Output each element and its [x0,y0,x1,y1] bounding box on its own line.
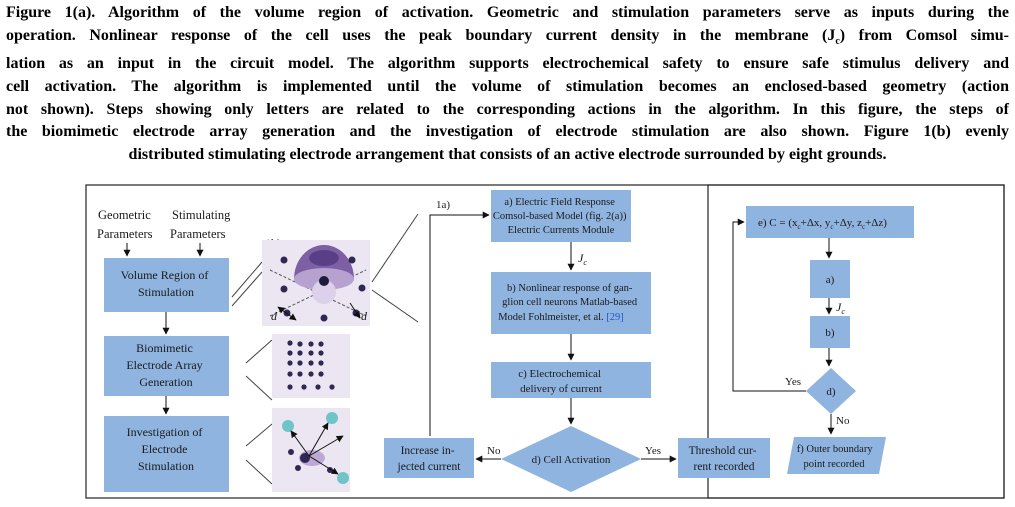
investigation-box [104,416,229,492]
caption-line-4: cell activation. The algorithm is implem… [6,77,1009,95]
step-b-box [491,272,651,334]
step-e-text: e) C = (xc+Δx, yc+Δy, zc+Δz) [758,217,887,231]
step-f-text: f) Outer boundary point recorded [797,444,875,470]
yes-label-right: Yes [785,376,801,388]
label-1a: 1a) [436,199,450,211]
dot-array [287,340,335,390]
biomimetic-box [104,336,229,396]
step-a-text: a) Electric Field Response Comsol-based … [493,197,629,236]
d-label-left: d [271,309,278,323]
right-frame [707,184,1005,499]
threshold-text: Threshold cur- rent recorded [689,445,760,473]
small-a-text: a) [826,274,835,286]
caption-line-7: distributed stimulating electrode arrang… [128,145,887,163]
step-e-box [746,206,914,238]
yes-label-main: Yes [645,445,661,457]
caption-line-1: Figure 1(a). Algorithm of the volume reg… [6,4,1009,21]
caption-line-5: not shown). Steps showing only letters a… [6,100,1009,118]
caption-line-2: operation. Nonlinear response of the cel… [6,25,1009,54]
cell-activation-text: d) Cell Activation [532,454,611,466]
caption-line-6: the biomimetic electrode array generatio… [6,123,1009,141]
figure-caption: Figure 1(a). Algorithm of the volume reg… [6,2,1009,166]
jc-label-main: Jc [578,251,587,267]
geometric-parameters-label: Geometric Parameters [97,208,154,241]
threshold-box [678,438,770,478]
step-f-box [787,437,886,474]
stimulating-parameters-label: Stimulating Parameters [170,208,233,241]
increase-current-box [384,438,474,478]
step-c-box [491,362,651,398]
investigation-text: Investigation of Electrode Stimulation [127,425,206,473]
small-b-box [810,316,850,348]
electrode-arrangement-figure [269,245,367,322]
biomimetic-text: Biomimetic Electrode Array Generation [126,341,205,389]
step-c-text: c) Electrochemical delivery of current [518,368,604,395]
small-d-decision [806,368,856,414]
small-b-text: b) [825,327,835,339]
caption-line-3: lation as an input in the circuit model.… [6,55,1009,73]
increase-current-text: Increase in- jected current [397,445,462,473]
small-d-text: d) [826,386,836,398]
caption-line-2a: operation. Nonlinear response of the cel… [6,26,836,44]
d-label-right: d [361,309,368,323]
caption-line-2b: ) from Comsol simu- [839,26,1010,44]
no-label-main: No [487,445,501,457]
no-label-right: No [836,415,850,427]
jc-label-right: Jc [836,300,845,316]
volume-region-box [104,258,229,312]
caption-line-2-sub: c [835,35,840,47]
small-a-box [810,260,850,298]
volume-region-text: Volume Region of Stimulation [121,268,212,299]
arrow-yes-loop [732,218,806,392]
arrow-to-step-a [429,211,490,436]
step-a-box [491,190,631,242]
cell-activation-decision [501,426,641,492]
zoom-lines [231,213,419,485]
stimulation-figure [282,412,349,484]
step-b-text: b) Nonlinear response of gan- glion cell… [498,283,640,323]
